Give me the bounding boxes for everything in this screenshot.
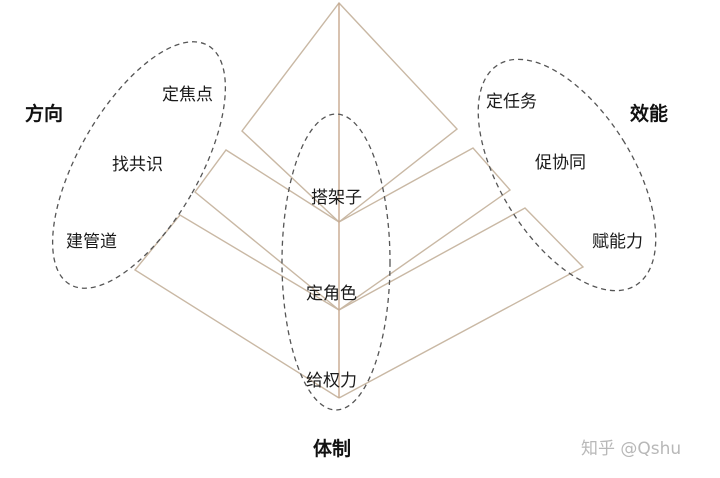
system-heading: 体制 (313, 438, 352, 460)
tier2-right (338, 147, 512, 311)
group-ellipses (51, 41, 657, 411)
direction-heading: 方向 (25, 103, 64, 125)
direction-item-focus: 定焦点 (162, 85, 213, 105)
direction-item-consensus: 找共识 (112, 155, 163, 175)
system-item-roles: 定角色 (306, 284, 357, 304)
tier2-left (194, 149, 340, 311)
system-ellipse (281, 113, 391, 411)
efficiency-item-tasks: 定任务 (486, 92, 537, 112)
system-item-authority: 给权力 (306, 371, 357, 391)
direction-item-channel: 建管道 (66, 232, 117, 252)
watermark: 知乎 @Qshu (581, 439, 682, 459)
efficiency-ellipse (477, 58, 657, 292)
efficiency-heading: 效能 (630, 103, 669, 125)
efficiency-item-capability: 赋能力 (592, 232, 643, 252)
system-item-framework: 搭架子 (311, 188, 362, 208)
efficiency-item-collaboration: 促协同 (535, 153, 586, 173)
direction-ellipse (51, 41, 227, 289)
tier3-right (338, 207, 585, 399)
